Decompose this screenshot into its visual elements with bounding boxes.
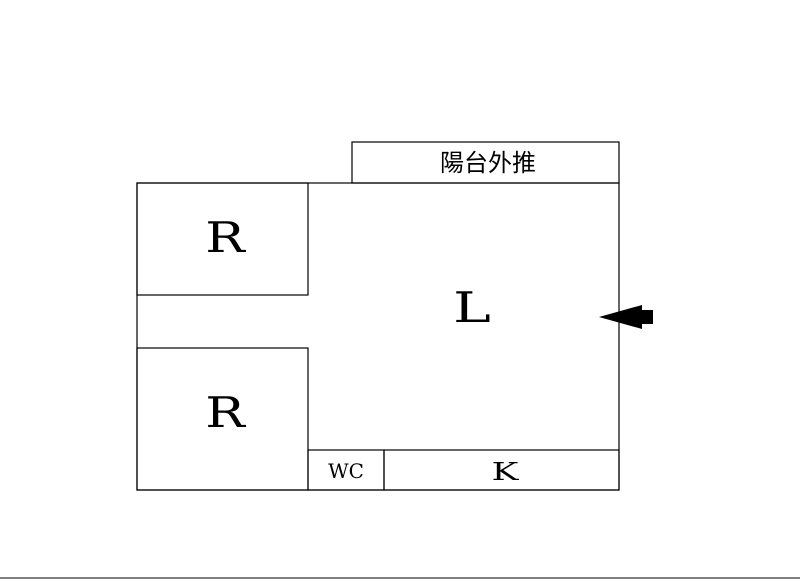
bedroom-bottom-room [136, 347, 309, 491]
bedroom-top-label: R [205, 214, 246, 263]
kitchen-label: K [492, 459, 520, 486]
living-label: L [453, 283, 491, 332]
bedroom-top-room [136, 182, 309, 296]
wc-label: WC [328, 459, 364, 483]
arrow-left-icon [599, 305, 653, 329]
kitchen-room [383, 449, 620, 491]
bedroom-bottom-label: R [205, 389, 246, 438]
balcony-label: 陽台外推 [440, 149, 536, 177]
